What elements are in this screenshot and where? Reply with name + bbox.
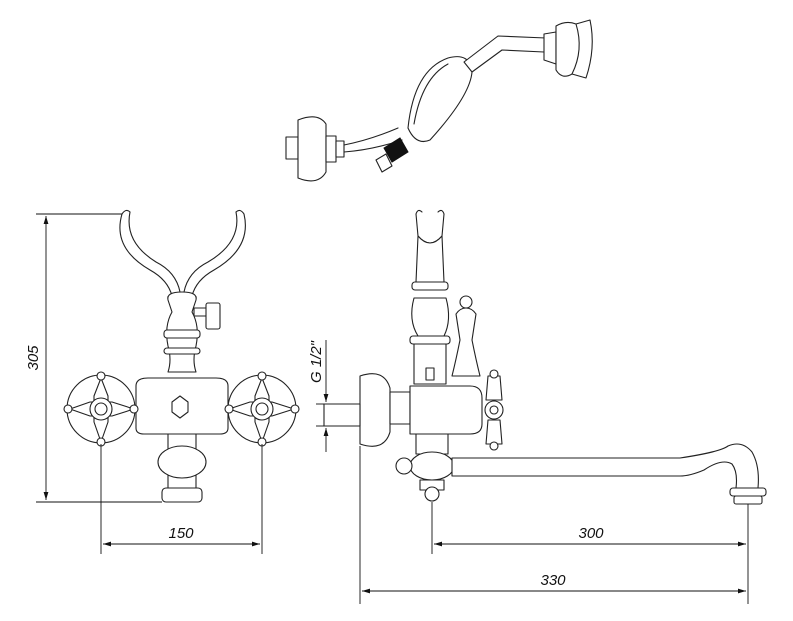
- width-label: 150: [168, 525, 194, 542]
- height-label: 305: [25, 345, 42, 371]
- side-view: [323, 209, 767, 505]
- hand-shower-view: [285, 19, 593, 182]
- dimension-labels: 305 150 G 1/2" 300 330: [25, 340, 604, 589]
- front-view: [63, 209, 300, 503]
- reach-label: 300: [578, 525, 604, 542]
- overall-length-label: 330: [540, 572, 566, 589]
- dimension-lines: [36, 213, 749, 604]
- thread-label: G 1/2": [308, 340, 325, 383]
